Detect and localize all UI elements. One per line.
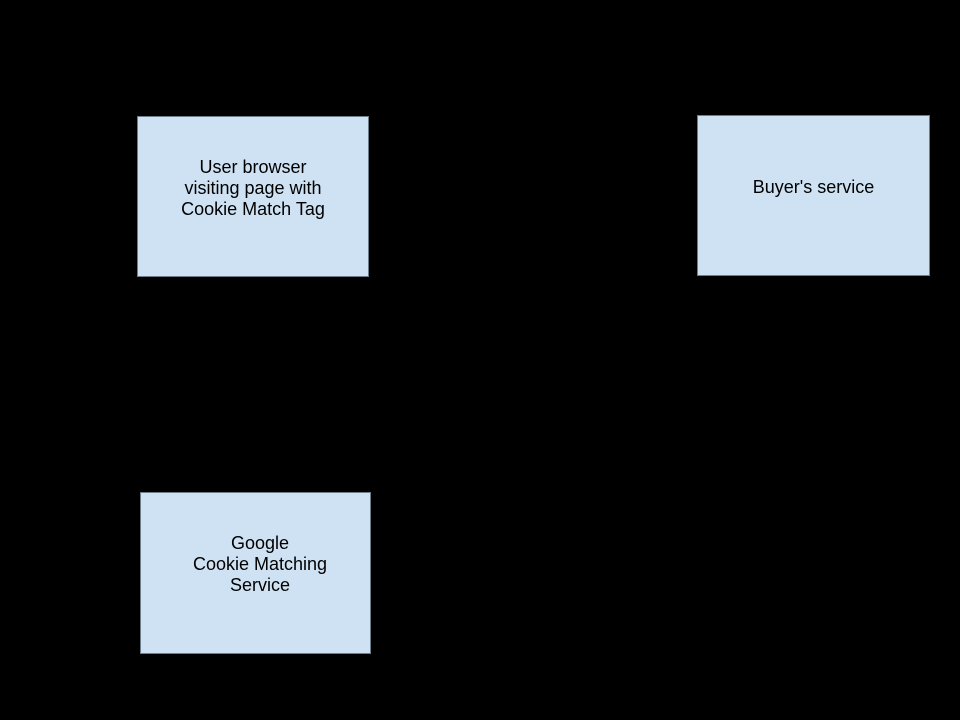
node-user-browser: User browser visiting page with Cookie M…: [137, 116, 369, 277]
node-buyers-service: Buyer's service: [697, 115, 930, 276]
node-google-cookie-matching-service-label: Google Cookie Matching Service: [192, 532, 328, 595]
node-buyers-service-label: Buyer's service: [752, 177, 875, 197]
node-user-browser-label: User browser visiting page with Cookie M…: [181, 157, 325, 219]
node-google-cookie-matching-service: Google Cookie Matching Service: [140, 492, 371, 654]
